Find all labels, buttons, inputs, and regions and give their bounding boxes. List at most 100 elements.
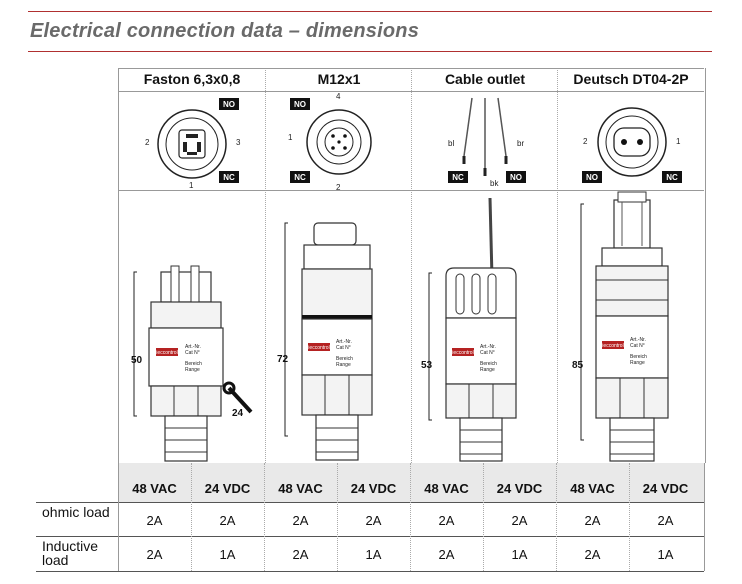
svg-text:Art.-Nr.: Art.-Nr. — [336, 339, 352, 345]
svg-text:Cat N°: Cat N° — [480, 350, 495, 356]
column-divider — [264, 463, 265, 571]
voltage-header: 24 VDC — [496, 481, 543, 496]
svg-text:1: 1 — [288, 133, 293, 142]
cell-value: 2A — [584, 547, 601, 562]
wrench-icon: 24 — [222, 381, 253, 419]
cable-body-icon: 53 ieccontrol Art.-Nr. Cat N° Bereich Ra… — [421, 197, 517, 462]
column-divider — [483, 463, 484, 571]
voltage-header: 48 VAC — [278, 481, 323, 496]
cell-value: 1A — [511, 547, 528, 562]
svg-text:br: br — [517, 139, 524, 148]
header-line — [118, 91, 704, 92]
svg-text:Bereich: Bereich — [336, 356, 353, 362]
cell-value: 1A — [657, 547, 674, 562]
svg-text:53: 53 — [421, 360, 433, 371]
svg-text:72: 72 — [277, 354, 289, 365]
voltage-header: 24 VDC — [204, 481, 251, 496]
cell-value: 2A — [292, 547, 309, 562]
svg-text:NC: NC — [223, 173, 235, 182]
table-line — [36, 502, 704, 503]
svg-text:Bereich: Bereich — [480, 361, 497, 367]
faston-pinout-icon: NO NC 2 3 1 — [145, 98, 241, 190]
svg-text:Bereich: Bereich — [185, 361, 202, 367]
svg-text:NO: NO — [294, 100, 306, 109]
cell-value: 2A — [511, 513, 528, 528]
column-divider — [629, 463, 630, 571]
column-divider — [337, 463, 338, 571]
cell-value: 2A — [584, 513, 601, 528]
svg-text:NC: NC — [666, 173, 678, 182]
m12-body-icon: 72 ieccontrol Art.-Nr. Cat N° Bereich Ra… — [277, 222, 373, 461]
svg-text:NO: NO — [510, 173, 522, 182]
voltage-header: 48 VAC — [424, 481, 469, 496]
column-header: M12x1 — [317, 71, 361, 87]
svg-text:Art.-Nr.: Art.-Nr. — [630, 337, 646, 343]
row-label: ohmic load — [42, 504, 110, 520]
cell-value: 2A — [438, 513, 455, 528]
m12-pinout-icon: NO NC 4 1 2 — [288, 92, 372, 192]
svg-text:ieccontrol: ieccontrol — [308, 345, 329, 351]
svg-text:3: 3 — [236, 138, 241, 147]
faston-body-icon: 50 ieccontrol Art.-Nr. Cat N° Bereich Ra… — [131, 265, 224, 462]
svg-text:Cat N°: Cat N° — [630, 343, 645, 349]
voltage-header: 24 VDC — [350, 481, 397, 496]
cell-value: 2A — [146, 513, 163, 528]
svg-text:NC: NC — [452, 173, 464, 182]
column-header: Deutsch DT04-2P — [573, 71, 689, 87]
column-header: Cable outlet — [444, 71, 526, 87]
svg-text:2: 2 — [145, 138, 150, 147]
svg-text:Art.-Nr.: Art.-Nr. — [185, 344, 201, 350]
row-label: Inductive load — [42, 538, 99, 568]
svg-text:Bereich: Bereich — [630, 354, 647, 360]
pinout-line — [118, 190, 704, 191]
column-header: Faston 6,3x0,8 — [143, 71, 241, 87]
voltage-header: 48 VAC — [132, 481, 177, 496]
column-m12: M12x1 NO NC 4 1 2 72 — [265, 68, 412, 463]
svg-text:ieccontrol: ieccontrol — [452, 350, 473, 356]
svg-text:1: 1 — [676, 137, 681, 146]
top-rule — [28, 11, 712, 12]
table-row: Inductive load 2A 1A 2A 1A 2A 1A 2A 1A — [36, 537, 704, 571]
table-border — [704, 463, 705, 571]
cable-drawings: bl br bk NC NO 53 ieccontrol Art.-Nr. — [421, 97, 526, 462]
page-title: Electrical connection data – dimensions — [30, 20, 420, 42]
svg-text:Art.-Nr.: Art.-Nr. — [480, 344, 496, 350]
faston-drawings: NO NC 2 3 1 50 ieccontrol Art.-Nr. Cat N… — [131, 98, 253, 462]
deutsch-pinout-icon: 2 1 NO NC — [582, 107, 682, 183]
cable-pinout-icon: bl br bk NC NO — [448, 97, 526, 188]
svg-text:ieccontrol: ieccontrol — [156, 350, 177, 356]
cell-value: 1A — [219, 547, 236, 562]
column-cable: Cable outlet bl br bk NC NO 53 — [411, 68, 558, 463]
svg-text:NC: NC — [294, 173, 306, 182]
cell-value: 2A — [438, 547, 455, 562]
deutsch-body-icon: 85 ieccontrol Art.-Nr. Cat N° Bereich Ra… — [572, 191, 669, 462]
cell-value: 2A — [146, 547, 163, 562]
svg-text:2: 2 — [336, 183, 341, 192]
title-rule — [28, 51, 712, 52]
svg-text:2: 2 — [583, 137, 588, 146]
svg-text:50: 50 — [131, 355, 143, 366]
column-divider — [410, 463, 411, 571]
column-faston: Faston 6,3x0,8 NO NC 2 3 1 — [119, 68, 265, 463]
voltage-header: 24 VDC — [642, 481, 689, 496]
svg-text:NO: NO — [223, 100, 235, 109]
cell-value: 2A — [657, 513, 674, 528]
svg-text:Range: Range — [480, 367, 495, 373]
svg-text:ieccontrol: ieccontrol — [602, 343, 623, 349]
grid-top-line — [118, 68, 704, 69]
column-deutsch: Deutsch DT04-2P 2 1 NO NC 85 — [557, 68, 704, 463]
svg-text:Cat N°: Cat N° — [185, 350, 200, 356]
m12-drawings: NO NC 4 1 2 72 ieccontrol Art.-Nr. Cat N… — [277, 92, 373, 461]
table-row: ohmic load 2A 2A 2A 2A 2A 2A 2A 2A — [36, 503, 704, 537]
svg-text:bl: bl — [448, 139, 454, 148]
cell-value: 2A — [292, 513, 309, 528]
svg-text:Cat N°: Cat N° — [336, 345, 351, 351]
voltage-header: 48 VAC — [570, 481, 615, 496]
column-divider — [191, 463, 192, 571]
svg-text:24: 24 — [232, 408, 244, 419]
table-border — [118, 463, 119, 571]
deutsch-drawings: 2 1 NO NC 85 ieccontrol — [572, 107, 682, 462]
column-divider — [556, 463, 557, 571]
table-line — [36, 536, 704, 537]
cell-value: 2A — [365, 513, 382, 528]
